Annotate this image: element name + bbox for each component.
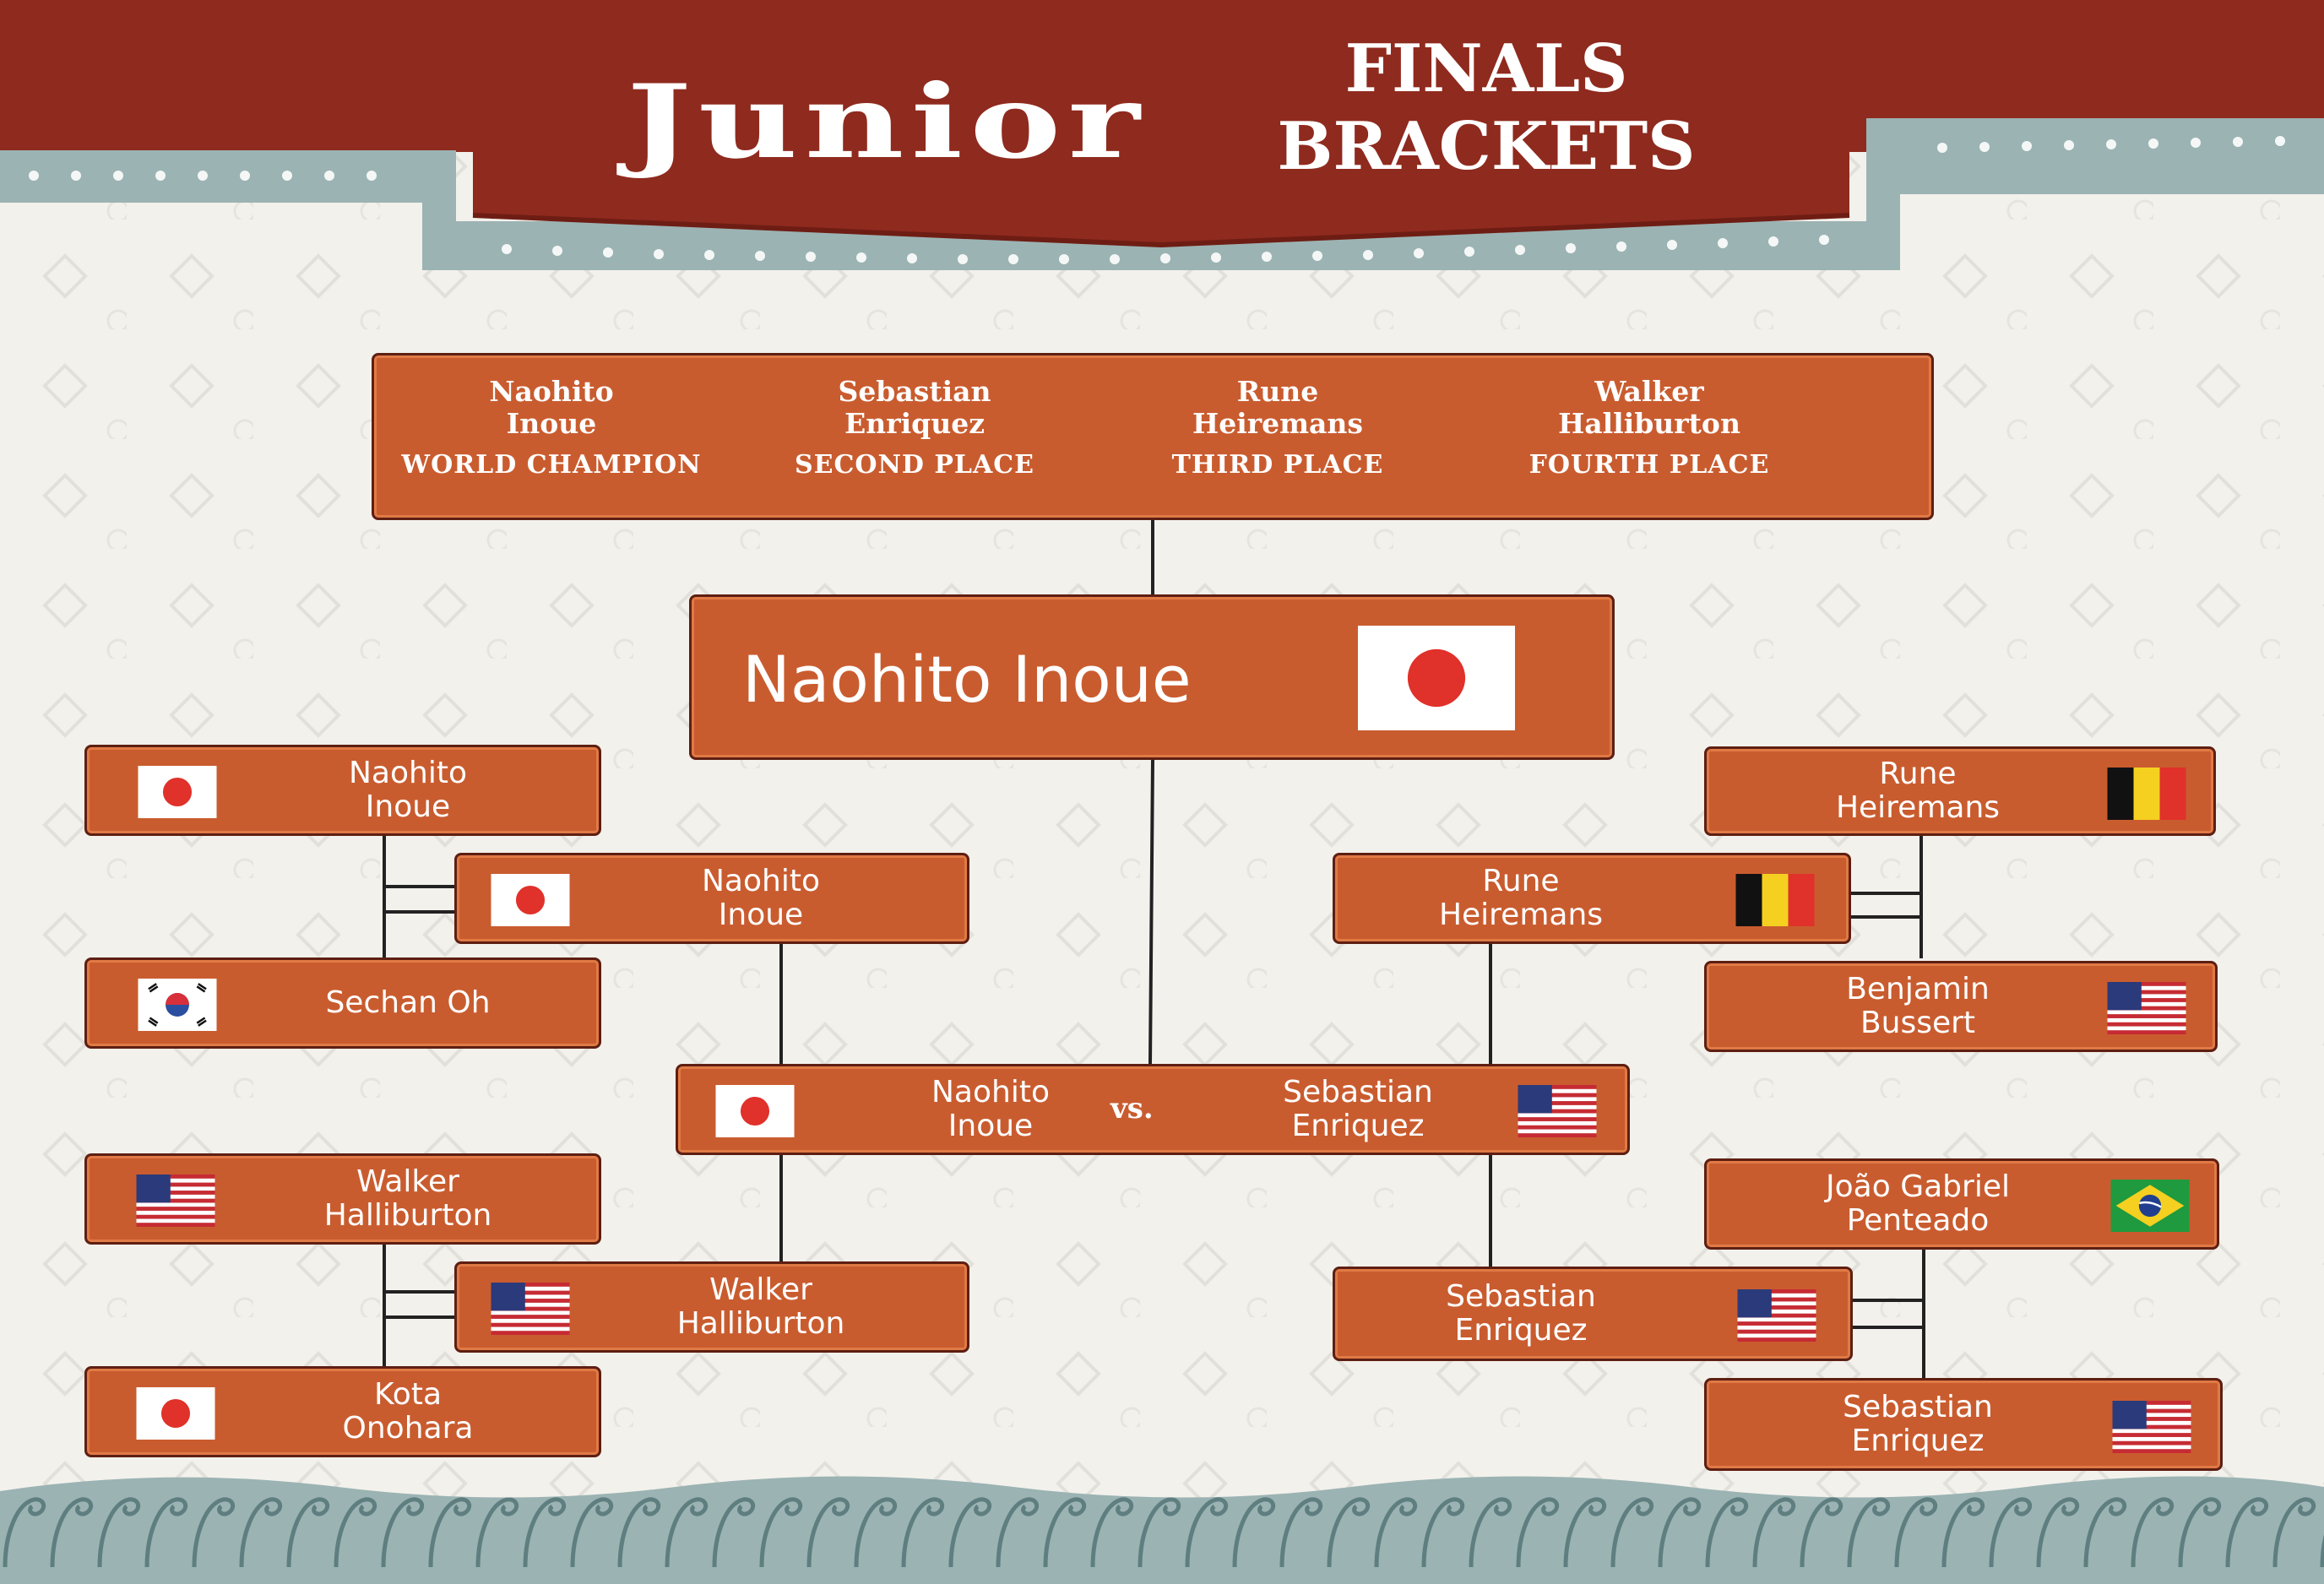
final-left-name: Naohito Inoue — [931, 1075, 1050, 1143]
champion-box: Naohito Inoue — [689, 594, 1615, 760]
left-semi-bottom: Walker Halliburton — [454, 1261, 969, 1353]
player-name: Sebastian Enriquez — [1843, 1390, 1993, 1458]
usa-flag-icon — [2104, 982, 2190, 1034]
south-korea-flag-icon — [134, 979, 220, 1031]
left-r1-bottom: Sechan Oh — [84, 957, 601, 1049]
standing-third-place: THIRD PLACE — [1171, 450, 1384, 480]
usa-flag-icon — [1514, 1085, 1600, 1137]
final-right-name: Sebastian Enriquez — [1283, 1075, 1433, 1143]
usa-flag-icon — [2109, 1401, 2195, 1453]
left-r1-top: Naohito Inoue — [84, 745, 601, 836]
belgium-flag-icon — [2104, 768, 2190, 820]
right-semi-top: Rune Heiremans — [1333, 853, 1851, 944]
japan-flag-icon — [487, 874, 573, 926]
standing-fourth-name: Walker Halliburton — [1558, 375, 1740, 440]
standing-fourth-place: FOURTH PLACE — [1529, 450, 1770, 480]
right-r1-third: João Gabriel Penteado — [1704, 1158, 2219, 1250]
title-finals: FINALS — [1344, 30, 1628, 107]
player-name: João Gabriel Penteado — [1826, 1169, 2010, 1238]
champion-name: Naohito Inoue — [742, 642, 1192, 717]
right-r1-top: Rune Heiremans — [1704, 746, 2216, 836]
player-name: Rune Heiremans — [1438, 864, 1604, 932]
player-name: Benjamin Bussert — [1846, 972, 1990, 1040]
wave-footer — [0, 1476, 2324, 1584]
right-semi-bottom: Sebastian Enriquez — [1333, 1267, 1853, 1361]
player-name: Naohito Inoue — [349, 756, 467, 824]
japan-flag-icon — [1349, 626, 1524, 730]
standings-panel: Naohito Inoue WORLD CHAMPION Sebastian E… — [372, 353, 1934, 520]
usa-flag-icon — [1734, 1289, 1820, 1342]
player-name: Sechan Oh — [325, 985, 491, 1020]
standing-first: Naohito Inoue WORLD CHAMPION — [374, 376, 729, 480]
right-r1-bottom: Benjamin Bussert — [1704, 961, 2218, 1052]
usa-flag-icon — [487, 1283, 573, 1335]
standing-third: Rune Heiremans THIRD PLACE — [1100, 376, 1455, 480]
belgium-flag-icon — [1732, 874, 1818, 926]
standing-first-place: WORLD CHAMPION — [401, 450, 702, 480]
usa-flag-icon — [133, 1174, 219, 1227]
left-semi-top: Naohito Inoue — [454, 853, 969, 944]
player-name: Rune Heiremans — [1835, 757, 2001, 825]
versus-label: vs. — [1110, 1092, 1154, 1126]
japan-flag-icon — [712, 1085, 798, 1137]
player-name: Sebastian Enriquez — [1446, 1279, 1596, 1348]
standing-fourth: Walker Halliburton FOURTH PLACE — [1472, 376, 1827, 480]
standing-third-name: Rune Heiremans — [1192, 375, 1363, 440]
japan-flag-icon — [133, 1387, 219, 1440]
left-r1-third: Walker Halliburton — [84, 1153, 601, 1245]
right-r1-fourth: Sebastian Enriquez — [1704, 1378, 2223, 1471]
brazil-flag-icon — [2107, 1180, 2193, 1232]
standing-second-place: SECOND PLACE — [794, 450, 1035, 480]
final-match: Naohito Inoue vs. Sebastian Enriquez — [676, 1064, 1630, 1155]
player-name: Walker Halliburton — [676, 1272, 845, 1341]
title-brackets: BRACKETS — [1277, 108, 1696, 185]
standing-second-name: Sebastian Enriquez — [838, 375, 991, 440]
left-r1-fourth: Kota Onohara — [84, 1366, 601, 1457]
title-junior: Junior — [627, 62, 1147, 182]
standing-second: Sebastian Enriquez SECOND PLACE — [737, 376, 1092, 480]
player-name: Kota Onohara — [342, 1377, 474, 1446]
japan-flag-icon — [134, 766, 220, 818]
header-banner — [0, 0, 2324, 270]
title-finals-brackets: FINALS BRACKETS — [1250, 30, 1723, 186]
standing-first-name: Naohito Inoue — [489, 375, 614, 440]
player-name: Naohito Inoue — [702, 864, 820, 932]
player-name: Walker Halliburton — [323, 1164, 492, 1233]
